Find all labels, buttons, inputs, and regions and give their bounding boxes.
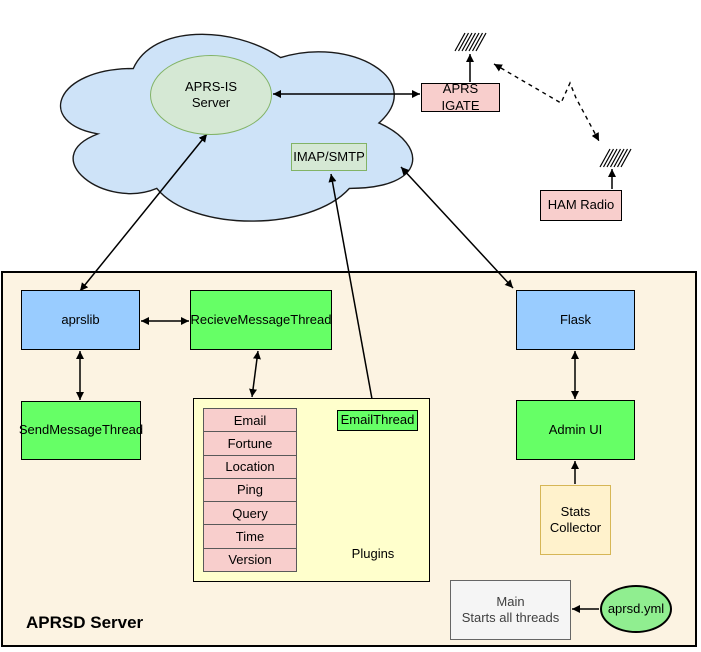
- node-aprs-igate: APRS IGATE: [421, 81, 500, 113]
- edge-rf-link: [493, 63, 600, 142]
- node-send-message-thread: SendMessageThread: [19, 401, 143, 460]
- node-recieve-message-thread: RecieveMessageThread: [190, 290, 332, 350]
- node-ham-radio: HAM Radio: [540, 190, 622, 221]
- edge-cloud-flask: [400, 166, 514, 289]
- node-aprslib: aprslib: [21, 290, 140, 350]
- plugins-label: Plugins: [351, 546, 395, 561]
- node-main: Main Starts all threads: [450, 580, 571, 640]
- node-admin-ui: Admin UI: [516, 400, 635, 460]
- node-flask: Flask: [516, 290, 635, 350]
- node-aprsd-yml: aprsd.yml: [600, 585, 672, 633]
- plugin-row-email: Email: [203, 408, 297, 433]
- edge-emailthread-imap: [328, 173, 375, 411]
- antenna-icon: [454, 32, 487, 52]
- node-aprs-is-server: APRS-IS Server: [150, 55, 272, 135]
- plugin-row-location: Location: [203, 454, 297, 479]
- node-imap-smtp: IMAP/SMTP: [291, 143, 367, 171]
- plugin-row-fortune: Fortune: [203, 431, 297, 456]
- plugin-stack: Email Fortune Location Ping Query Time V…: [203, 408, 297, 572]
- plugin-row-query: Query: [203, 501, 297, 526]
- edge-rmt-plugins: [249, 350, 261, 398]
- aprsd-server-title: APRSD Server: [26, 613, 144, 632]
- edge-aprslib-aprsis: [79, 133, 208, 292]
- node-stats-collector: Stats Collector: [540, 485, 611, 555]
- node-email-thread: EmailThread: [337, 410, 418, 431]
- plugin-row-version: Version: [203, 547, 297, 572]
- plugin-row-ping: Ping: [203, 477, 297, 503]
- plugin-row-time: Time: [203, 524, 297, 549]
- antenna-icon: [599, 148, 632, 168]
